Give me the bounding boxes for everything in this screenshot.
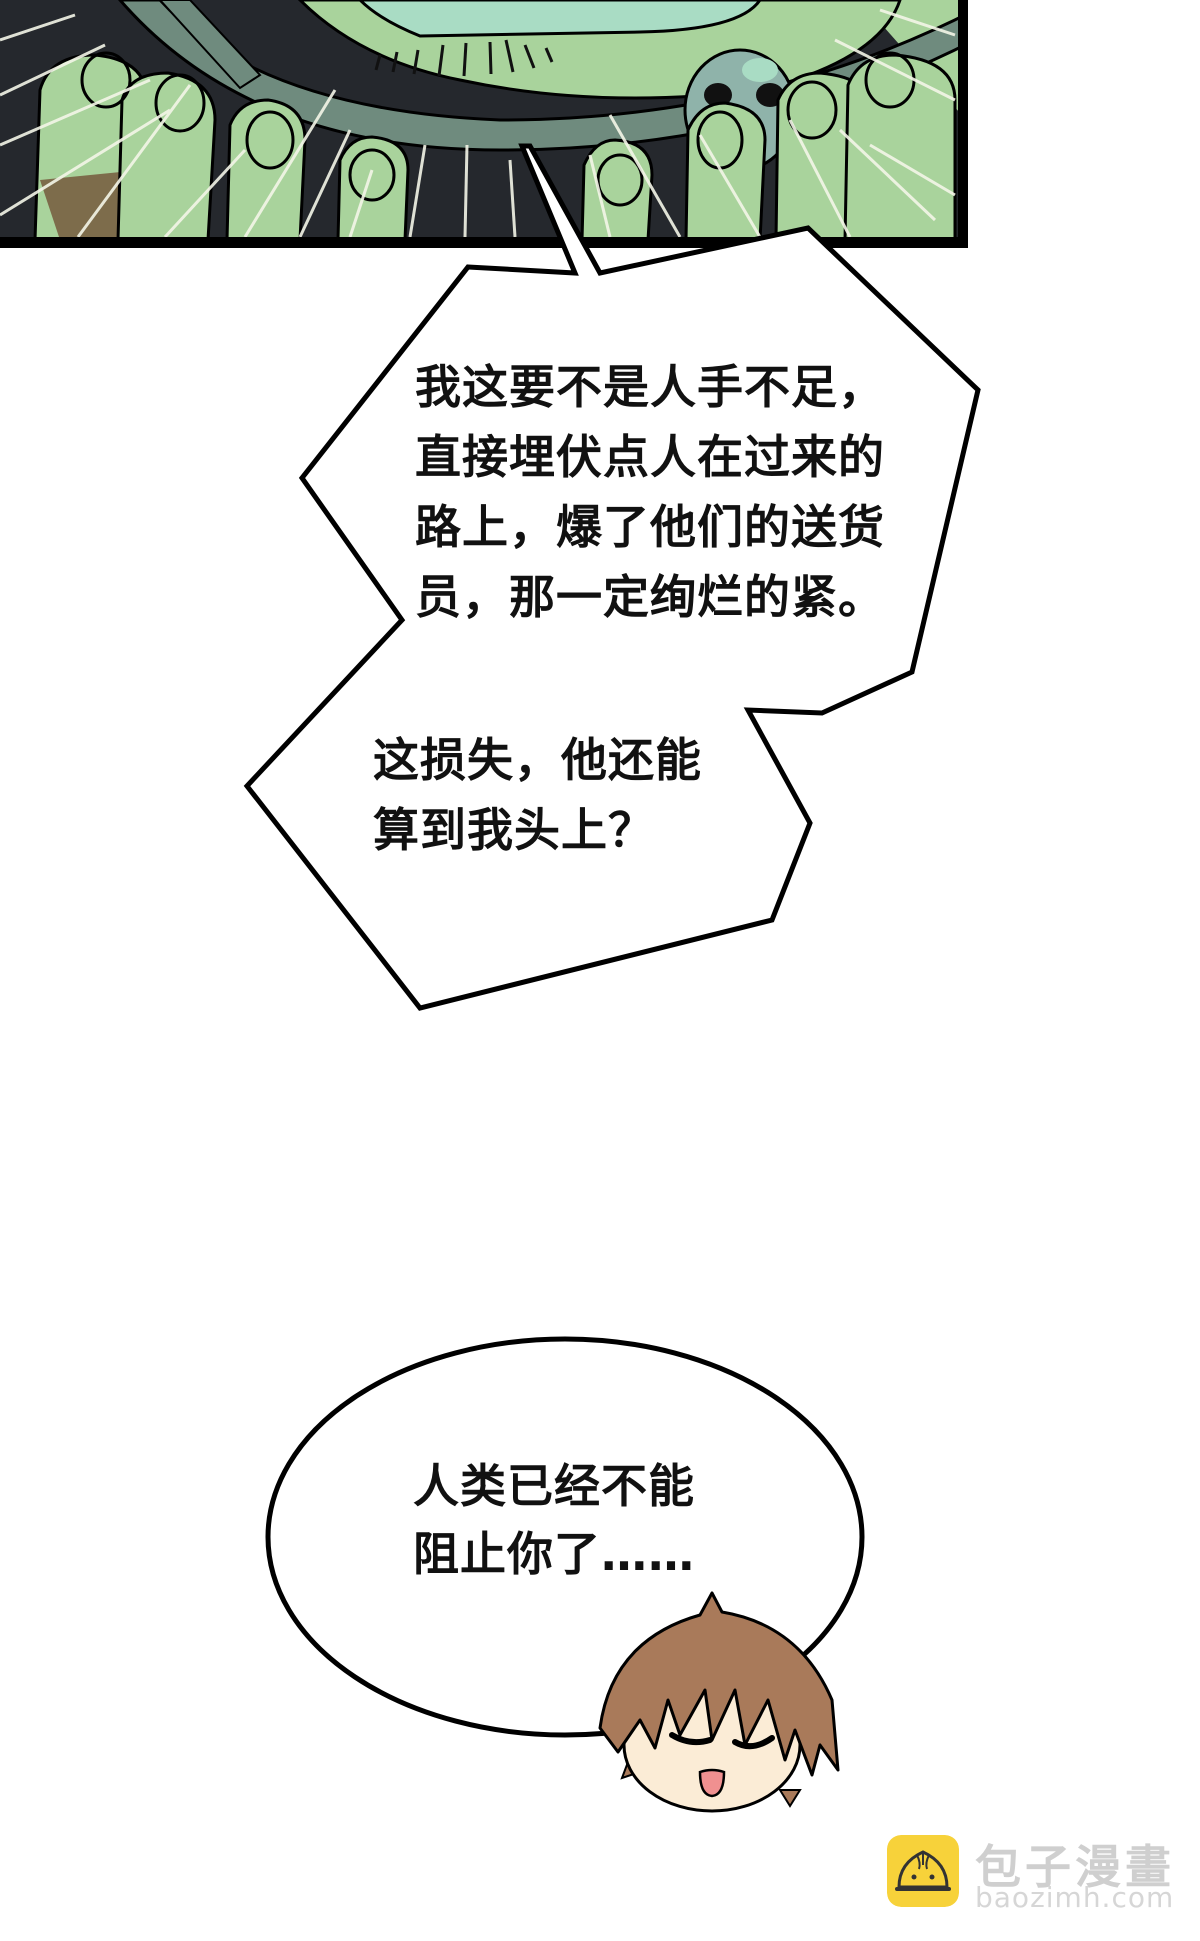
bubble-2-text: 人类已经不能 阻止你了…… <box>413 1452 695 1588</box>
bubble-1-line: 直接埋伏点人在过来的 <box>415 430 885 484</box>
watermark-url: baozimh.com <box>975 1881 1175 1914</box>
bubble-1-paragraph-1: 我这要不是人手不足， 直接埋伏点人在过来的 路上，爆了他们的送货 员，那一定绚烂… <box>415 352 885 632</box>
watermark: 包子漫畫 baozimh.com <box>887 1835 1187 1914</box>
panel-artwork <box>0 0 975 248</box>
bubble-1-line: 这损失，他还能 <box>373 733 702 787</box>
bubble-2-line: 阻止你了…… <box>413 1527 695 1581</box>
bubble-1-line: 员，那一定绚烂的紧。 <box>415 570 885 624</box>
top-panel <box>0 0 975 248</box>
bubble-1-line: 路上，爆了他们的送货 <box>415 500 885 554</box>
bubble-1-paragraph-2: 这损失，他还能 算到我头上？ <box>373 725 702 865</box>
watermark-title: 包子漫畫 <box>975 1840 1175 1894</box>
bubble-1-line: 我这要不是人手不足， <box>415 360 885 414</box>
steamed-bun-icon <box>887 1835 959 1907</box>
bubble-2-line: 人类已经不能 <box>413 1459 695 1513</box>
speech-bubble-jagged <box>243 143 981 1011</box>
bubble-1-line: 算到我头上？ <box>373 803 655 857</box>
